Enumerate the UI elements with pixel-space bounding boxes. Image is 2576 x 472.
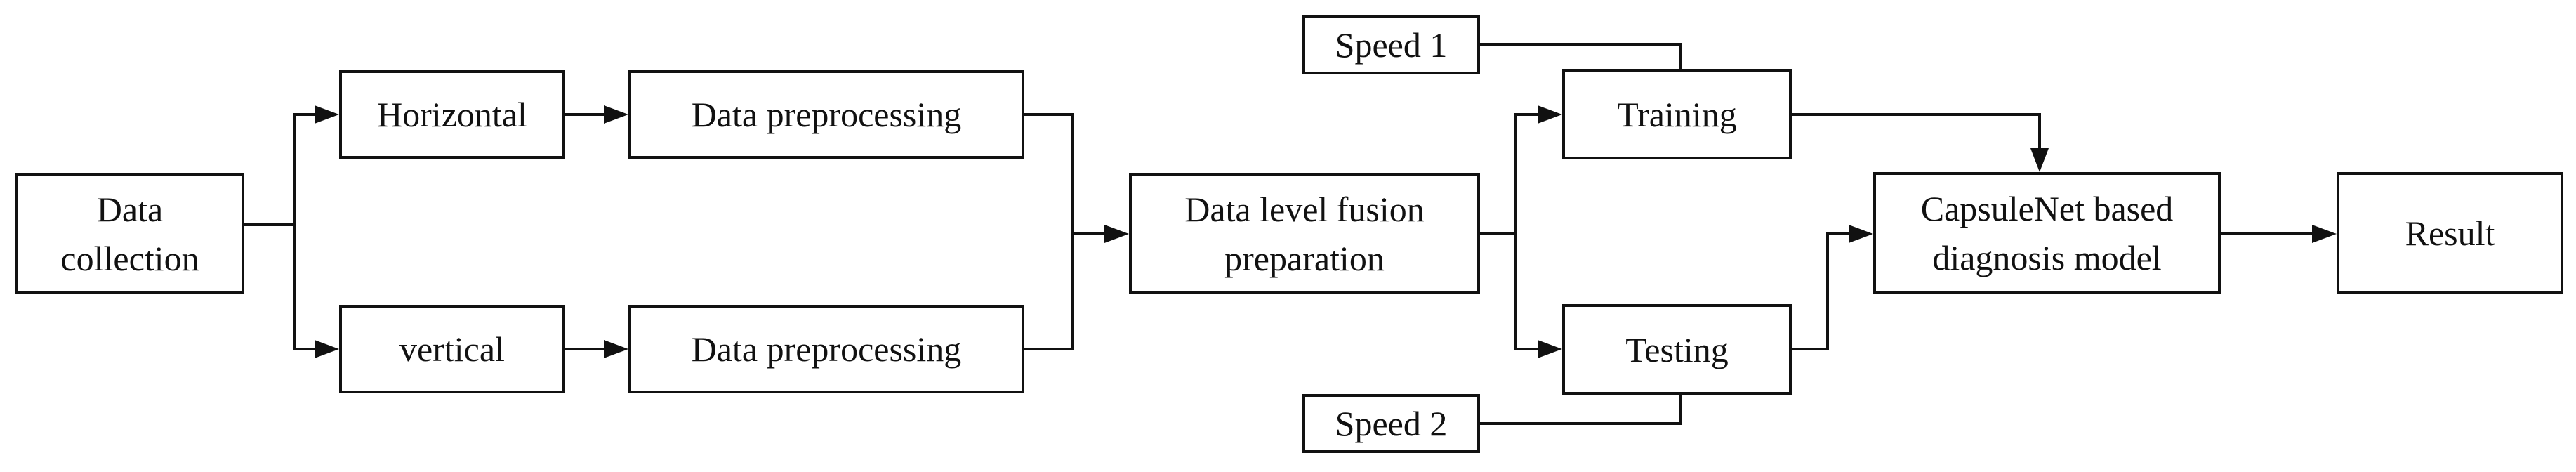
horizontal-box: Horizontal xyxy=(339,70,565,159)
arrowhead-horizontal xyxy=(315,105,339,124)
preprocessing-horizontal-box: Data preprocessing xyxy=(628,70,1024,159)
preprocessing-vertical-label: Data preprocessing xyxy=(691,329,962,369)
data-collection-box: Data collection xyxy=(15,173,244,294)
data-level-fusion-box: Data level fusion preparation xyxy=(1129,173,1480,294)
edge-collection-to-vertical xyxy=(293,225,316,350)
arrowhead-preprocess-v xyxy=(604,340,628,358)
arrowhead-capsnet-left xyxy=(1849,225,1873,243)
preprocessing-horizontal-label: Data preprocessing xyxy=(691,95,962,134)
result-label: Result xyxy=(2405,214,2495,253)
speed-2-box: Speed 2 xyxy=(1302,394,1480,453)
speed-2-label: Speed 2 xyxy=(1335,404,1448,443)
edge-speed1-to-training xyxy=(1480,43,1682,69)
data-level-fusion-label: Data level fusion preparation xyxy=(1184,189,1425,278)
capsulenet-model-label: CapsuleNet based diagnosis model xyxy=(1920,189,2174,277)
arrowhead-vertical xyxy=(315,340,339,358)
speed-1-label: Speed 1 xyxy=(1335,25,1448,65)
edge-collection-to-horizontal xyxy=(244,113,316,226)
preprocessing-vertical-box: Data preprocessing xyxy=(628,305,1024,393)
edge-preprocess-h-to-fusion xyxy=(1024,113,1074,350)
edge-fusion-to-training xyxy=(1480,113,1539,235)
speed-1-box: Speed 1 xyxy=(1302,15,1480,74)
edge-speed2-to-testing xyxy=(1480,393,1682,425)
testing-label: Testing xyxy=(1625,329,1729,369)
data-collection-label: Data collection xyxy=(60,189,199,278)
arrowhead-result xyxy=(2312,225,2337,243)
arrowhead-training xyxy=(1538,105,1562,124)
vertical-box: vertical xyxy=(339,305,565,393)
arrowhead-fusion xyxy=(1104,225,1129,243)
testing-box: Testing xyxy=(1562,304,1792,395)
arrowhead-testing xyxy=(1538,340,1562,358)
capsulenet-model-box: CapsuleNet based diagnosis model xyxy=(1873,172,2221,294)
arrowhead-capsnet-top xyxy=(2030,148,2049,172)
horizontal-label: Horizontal xyxy=(377,95,527,134)
arrowhead-preprocess-h xyxy=(604,105,628,124)
edge-fusion-to-testing xyxy=(1514,234,1539,350)
edge-testing-to-capsnet xyxy=(1792,232,1850,350)
result-box: Result xyxy=(2337,172,2563,294)
vertical-label: vertical xyxy=(399,329,505,369)
training-box: Training xyxy=(1562,69,1792,159)
training-label: Training xyxy=(1617,94,1737,134)
edge-training-to-capsnet xyxy=(1792,113,2041,150)
